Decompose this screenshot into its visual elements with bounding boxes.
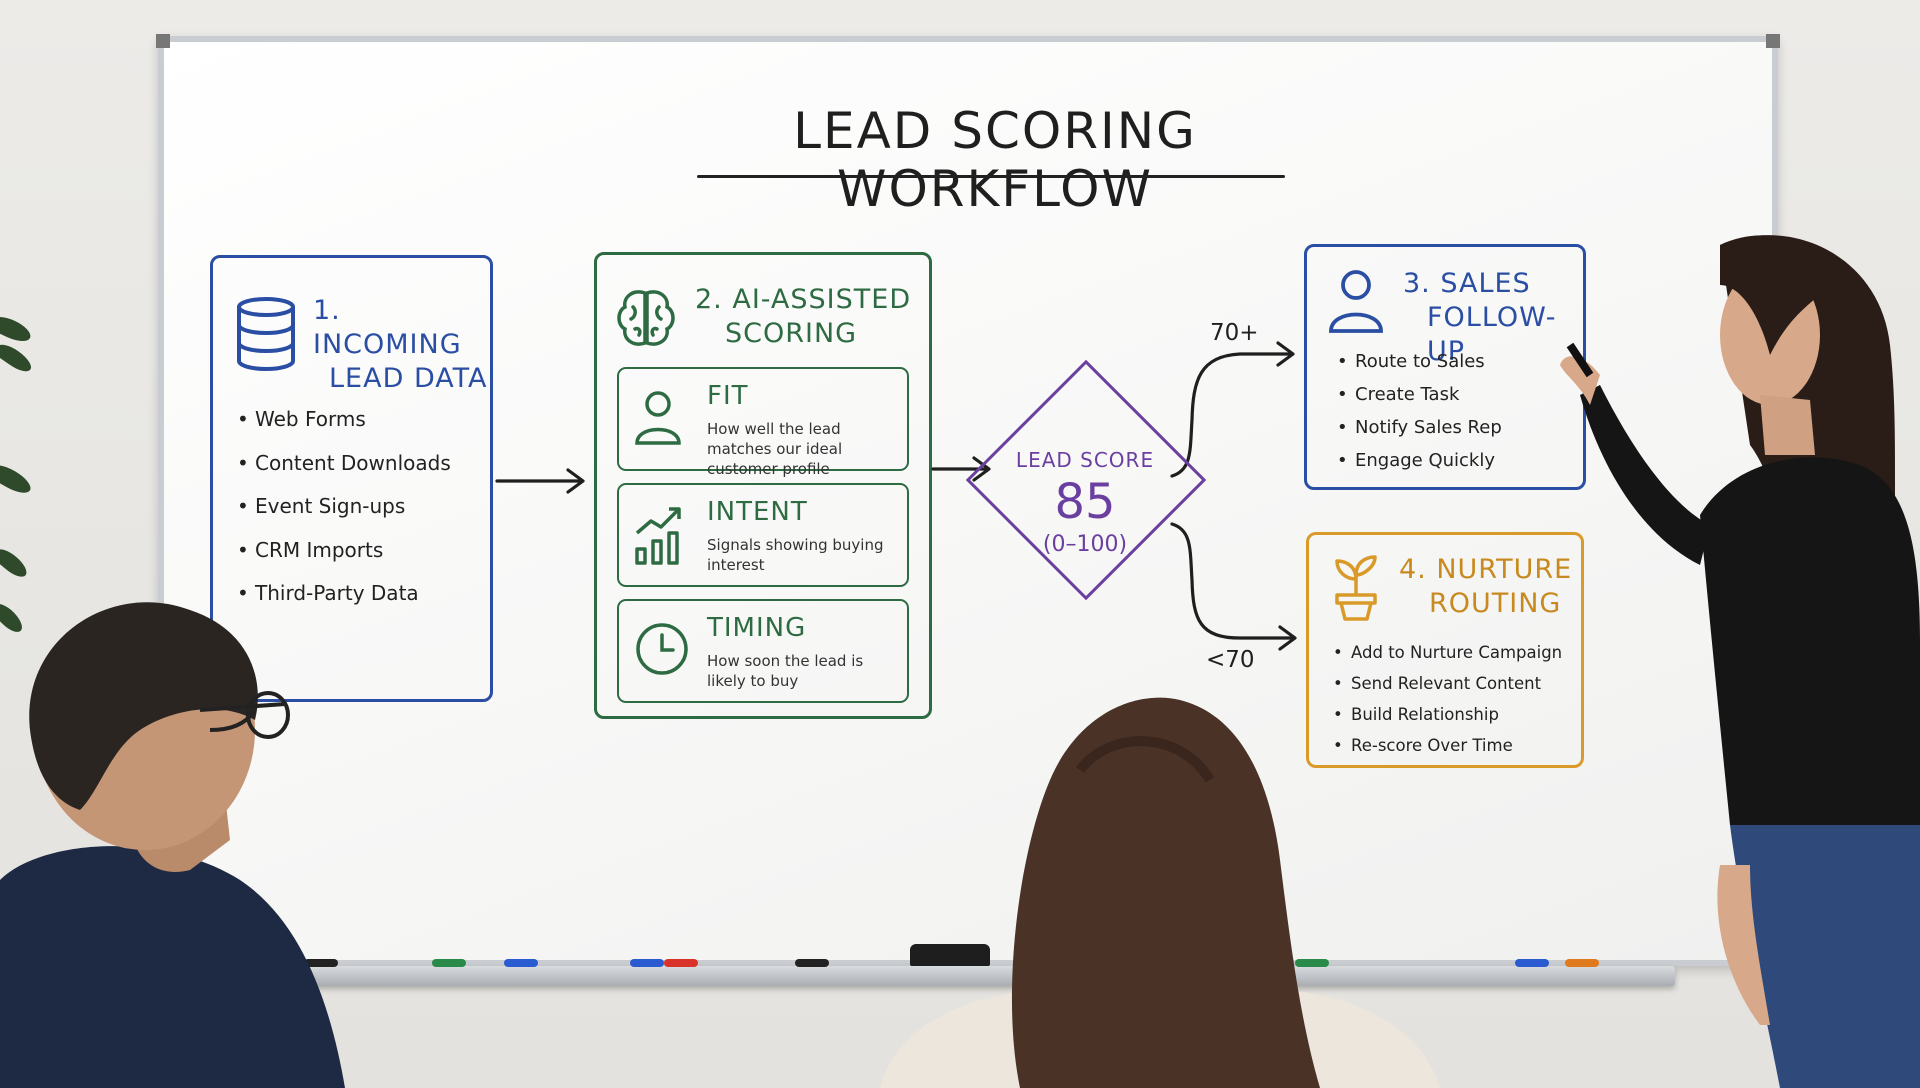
list-item: Third-Party Data xyxy=(237,572,451,616)
list-item: CRM Imports xyxy=(237,529,451,573)
list-item: Route to Sales xyxy=(1337,345,1502,378)
step-1-items: Web Forms Content Downloads Event Sign-u… xyxy=(237,398,451,616)
marker-tray xyxy=(290,944,1675,986)
step-3-items: Route to Sales Create Task Notify Sales … xyxy=(1337,345,1502,477)
list-item: Create Task xyxy=(1337,378,1502,411)
list-item: Notify Sales Rep xyxy=(1337,411,1502,444)
step-3-title-line1: 3. SALES xyxy=(1403,268,1531,299)
list-item: Add to Nurture Campaign xyxy=(1333,637,1562,668)
clock-icon xyxy=(636,623,688,675)
lead-score-value: 85 xyxy=(1054,474,1116,530)
factor-timing: TIMING How soon the lead is likely to bu… xyxy=(617,599,909,703)
step-sales-follow-up: 3. SALES FOLLOW-UP Route to Sales Create… xyxy=(1304,244,1586,490)
list-item: Build Relationship xyxy=(1333,699,1562,730)
person-icon xyxy=(1329,270,1383,333)
growth-chart-icon xyxy=(635,507,681,565)
factor-intent-description: Signals showing buying interest xyxy=(707,536,884,574)
brain-icon xyxy=(617,290,675,346)
factor-fit-description: How well the lead matches our ideal cust… xyxy=(707,420,843,478)
step-ai-assisted-scoring: 2. AI-ASSISTED SCORING FIT How well the … xyxy=(594,252,932,719)
lead-score-label: LEAD SCORE xyxy=(1015,448,1155,472)
high-branch-label: 70+ xyxy=(1210,320,1259,346)
step-2-title-line2: SCORING xyxy=(725,318,858,349)
diagram-title: LEAD SCORING WORKFLOW xyxy=(793,102,1197,218)
step-4-title-line2: ROUTING xyxy=(1429,588,1562,619)
list-item: Event Sign-ups xyxy=(237,485,451,529)
step-4-items: Add to Nurture Campaign Send Relevant Co… xyxy=(1333,637,1562,761)
database-icon xyxy=(237,297,295,371)
step-1-title-line1: 1. INCOMING xyxy=(313,295,462,360)
factor-intent: INTENT Signals showing buying interest xyxy=(617,483,909,587)
presenter-woman xyxy=(1560,235,1920,1088)
list-item: Engage Quickly xyxy=(1337,444,1502,477)
factor-timing-title: TIMING xyxy=(707,613,807,643)
factor-intent-title: INTENT xyxy=(707,497,808,527)
title-underline xyxy=(697,175,1285,178)
low-branch-label: <70 xyxy=(1206,647,1255,673)
list-item: Send Relevant Content xyxy=(1333,668,1562,699)
potted-plant-icon xyxy=(1335,555,1377,621)
arrow-low-score-to-nurture xyxy=(1170,522,1296,640)
whiteboard-eraser xyxy=(910,944,990,966)
step-1-title-line2: LEAD DATA xyxy=(329,363,488,394)
step-nurture-routing: 4. NURTURE ROUTING Add to Nurture Campai… xyxy=(1306,532,1584,768)
arrow-high-score-to-sales xyxy=(1170,352,1294,478)
lead-score-range: (0–100) xyxy=(1042,532,1128,557)
list-item: Web Forms xyxy=(237,398,451,442)
step-2-title-line1: 2. AI-ASSISTED xyxy=(695,284,912,315)
person-icon xyxy=(635,391,681,445)
factor-fit-title: FIT xyxy=(707,381,749,411)
seated-man xyxy=(0,602,345,1088)
factor-fit: FIT How well the lead matches our ideal … xyxy=(617,367,909,478)
seated-woman xyxy=(880,697,1440,1088)
list-item: Content Downloads xyxy=(237,442,451,486)
factor-timing-description: How soon the lead is likely to buy xyxy=(707,652,864,690)
list-item: Re-score Over Time xyxy=(1333,730,1562,761)
step-4-title-line1: 4. NURTURE xyxy=(1399,554,1573,585)
step-incoming-lead-data: 1. INCOMING LEAD DATA Web Forms Content … xyxy=(210,255,493,702)
